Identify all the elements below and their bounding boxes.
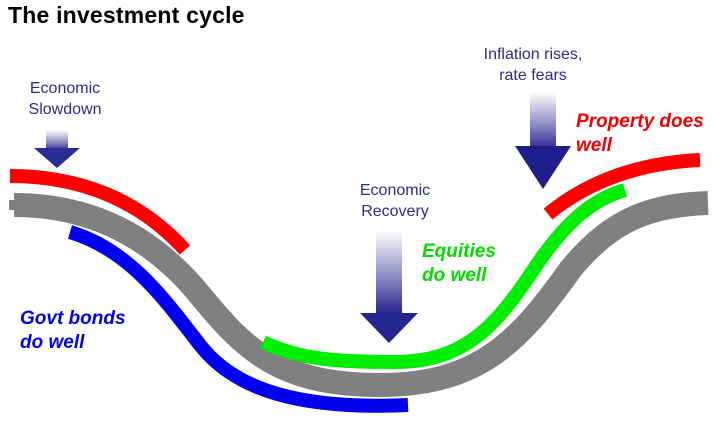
event-label-inflation: Inflation rises, rate fears bbox=[483, 46, 583, 84]
equities-segment bbox=[259, 183, 628, 370]
performer-label-equities: Equities do well bbox=[422, 241, 496, 286]
property-segment-right bbox=[543, 153, 701, 220]
slowdown-arrow bbox=[34, 130, 80, 168]
event-label-recovery: Economic Recovery bbox=[359, 182, 431, 220]
bonds-segment bbox=[67, 225, 409, 413]
inflation-arrow bbox=[515, 92, 571, 189]
property-segment-left bbox=[9, 169, 191, 255]
cycle-curve-tab bbox=[9, 200, 17, 210]
event-label-slowdown: Economic Slowdown bbox=[28, 80, 102, 118]
performer-label-bonds: Govt bonds do well bbox=[20, 308, 126, 353]
performer-label-property: Property does well bbox=[576, 111, 704, 156]
cycle-curve bbox=[13, 191, 709, 398]
diagram-title: The investment cycle bbox=[8, 2, 245, 28]
recovery-arrow bbox=[360, 230, 418, 343]
